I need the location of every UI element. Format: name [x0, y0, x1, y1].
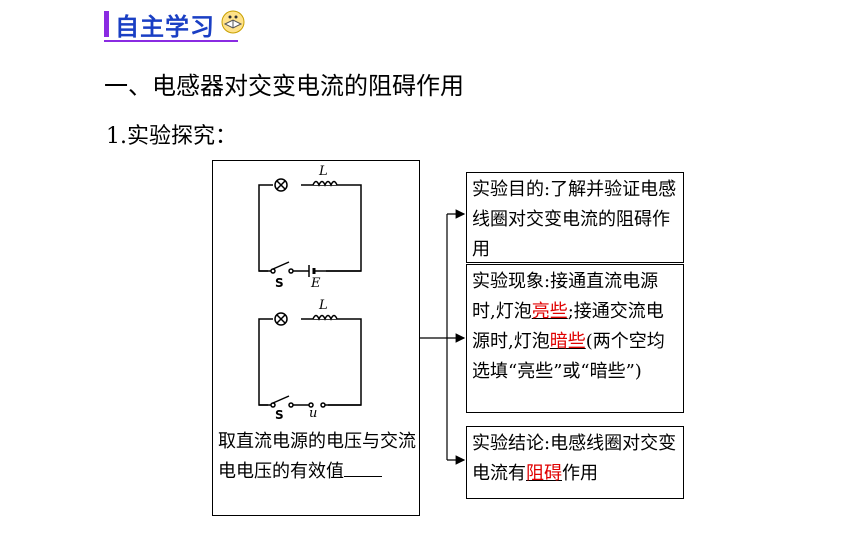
book-icon [219, 9, 247, 39]
conclusion-text: 作用 [562, 463, 598, 484]
bottom-inductor-label: L [318, 298, 328, 313]
phenomenon-note: (两个空均选填“亮些”或“暗些”) [472, 331, 665, 382]
fill-blank[interactable] [344, 458, 382, 477]
top-switch-label: S [275, 276, 284, 290]
answer-blank-3[interactable]: 阻碍 [526, 463, 562, 484]
phenomenon-box: 实验现象:接通直流电源时,灯泡亮些;接通交流电源时,灯泡暗些(两个空均选填“亮些… [466, 264, 684, 413]
header-underline [104, 40, 238, 42]
answer-blank-2[interactable]: 暗些 [549, 331, 586, 352]
conclusion-text: 实验结论:电感线圈对交变电流有 [472, 433, 677, 484]
circuit-panel: L E L u S S 取直流电源的电压与交流电电压的有效值 [212, 160, 420, 516]
section-title: 一、电感器对交变电流的阻碍作用 [104, 72, 464, 100]
conclusion-box: 实验结论:电感线圈对交变电流有阻碍作用 [466, 426, 684, 499]
tab-title: 自主学习 [115, 12, 215, 41]
answer-blank-1[interactable]: 亮些 [531, 301, 568, 322]
phenomenon-text: 实验现象:接通直流电源时,灯泡 [472, 271, 659, 322]
purpose-text: 实验目的:了解并验证电感线圈对交变电流的阻碍作用 [472, 179, 677, 260]
bottom-switch-label: S [275, 408, 284, 421]
panel-caption: 取直流电源的电压与交流电电压的有效值 [218, 431, 416, 482]
circuit-diagrams: L E L u S S [258, 164, 362, 422]
top-inductor-label: L [318, 164, 328, 179]
subsection-title: 1.实验探究： [106, 124, 237, 149]
tab-marker [104, 11, 109, 37]
bottom-source-label: u [309, 406, 317, 421]
top-source-label: E [310, 276, 321, 291]
purpose-box: 实验目的:了解并验证电感线圈对交变电流的阻碍作用 [466, 172, 684, 263]
section-tab: 自主学习 [104, 8, 247, 41]
phenomenon-text: ;接通交流电源时,灯泡 [472, 301, 664, 352]
